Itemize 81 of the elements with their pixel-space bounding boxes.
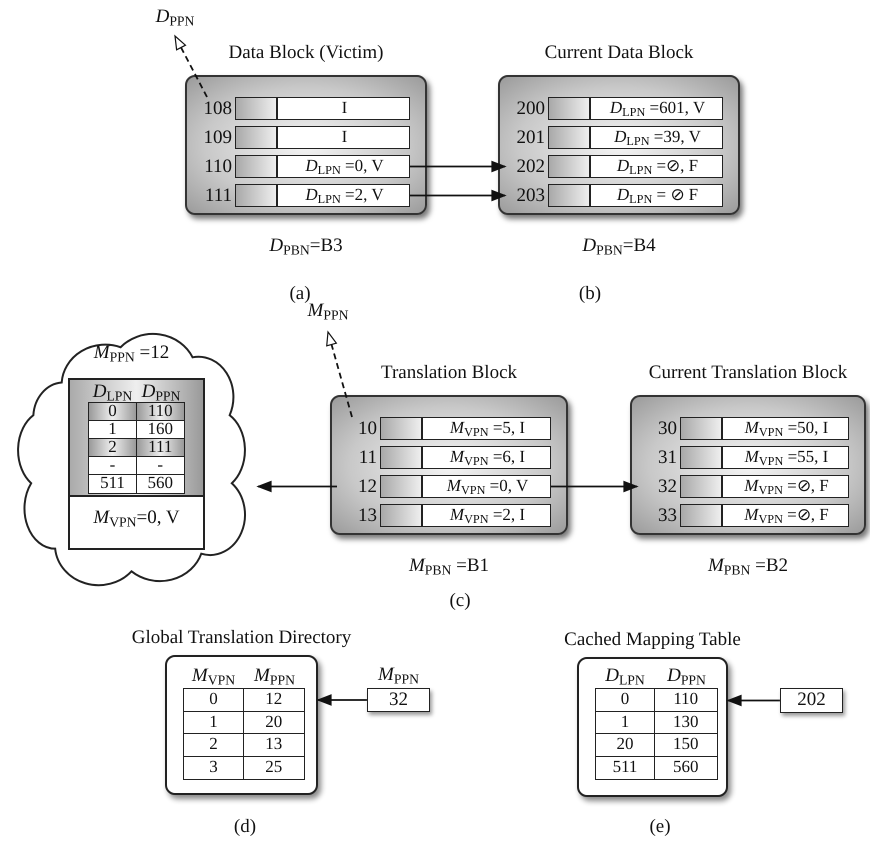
block-title: Data Block (Victim)	[228, 42, 384, 64]
block-title: Current Data Block	[544, 42, 694, 64]
page-number: 109	[202, 126, 232, 149]
page-entry: M$_{VPN}$ =50, I	[680, 417, 849, 440]
block-title: Translation Block	[381, 362, 517, 384]
page-number: 11	[358, 446, 377, 469]
page-number: 10	[357, 417, 377, 440]
page-entry: M$_{VPN}$ =55, I	[680, 446, 849, 469]
arrow	[727, 694, 780, 706]
arrow	[257, 480, 337, 492]
panel-caption: (b)	[578, 283, 602, 306]
page-entry: M$_{VPN}$ =5, I	[380, 417, 551, 440]
page-entry: M$_{VPN}$ =2, I	[380, 504, 551, 527]
page-state-text: M$_{VPN}$=0, V	[92, 507, 181, 529]
page-entry: D$_{LPN}$ =⊘, F	[548, 155, 723, 178]
column-header: D$_{LPN}$	[92, 381, 134, 402]
block-address-label: D$_{PBN}$=B4	[582, 235, 656, 257]
page-entry: D$_{LPN}$ =39, V	[548, 126, 723, 149]
column-header: D$_{PPN}$	[140, 381, 182, 402]
table-cell: 150	[654, 733, 718, 757]
table-cell: 560	[654, 756, 718, 780]
page-entry: M$_{VPN}$ =⊘, F	[680, 504, 849, 527]
value-box: 32	[367, 688, 430, 712]
dashed-arrow	[174, 35, 208, 98]
table-cell: 0	[183, 688, 244, 712]
table-cell: 25	[242, 756, 305, 780]
page-number: 200	[516, 97, 545, 120]
table-cell: 0	[595, 688, 655, 712]
page-entry: M$_{VPN}$ =6, I	[380, 446, 551, 469]
page-entry: D$_{LPN}$ =2, V	[235, 184, 410, 207]
block-address-label: M$_{PBN}$ =B1	[408, 555, 490, 577]
variable-label: D$_{PPN}$	[145, 6, 205, 36]
value-box: 202	[780, 688, 843, 713]
block-title: Current Translation Block	[648, 362, 848, 384]
table-cell: 511	[88, 474, 137, 494]
variable-label: M$_{PPN}$	[378, 664, 419, 686]
panel-caption: (c)	[448, 590, 472, 613]
arrow	[551, 480, 638, 492]
page-number: 110	[203, 155, 232, 178]
page-number: 201	[516, 126, 545, 149]
dashed-arrow	[326, 331, 353, 418]
page-number: 203	[516, 184, 545, 207]
table-cell: 511	[595, 756, 655, 780]
page-entry: D$_{LPN}$ =601, V	[548, 97, 723, 120]
page-entry: M$_{VPN}$ =⊘, F	[680, 475, 849, 498]
table-cell: 13	[242, 733, 305, 757]
panel-caption: (e)	[648, 816, 672, 839]
table-title: Global Translation Directory	[132, 627, 352, 649]
arrow	[317, 694, 367, 706]
column-header: M$_{PPN}$	[252, 665, 296, 688]
page-entry: I	[235, 97, 410, 120]
column-header: D$_{LPN}$	[604, 665, 646, 688]
panel-caption: (d)	[232, 816, 258, 839]
page-number: 13	[357, 504, 377, 527]
table-cell: 20	[595, 733, 655, 757]
table-cell: 110	[654, 688, 718, 712]
table-cell: 3	[183, 756, 244, 780]
page-number: 111	[204, 184, 232, 207]
panel-caption: (a)	[288, 283, 311, 304]
arrow	[410, 160, 506, 172]
page-address-label: M$_{PPN}$ =12	[94, 342, 170, 364]
page-entry: D$_{LPN}$ = ⊘ F	[548, 184, 723, 207]
page-entry: M$_{VPN}$ =0, V	[380, 475, 551, 498]
page-number: 108	[202, 97, 232, 120]
block-address-label: D$_{PBN}$=B3	[269, 235, 343, 257]
table-cell: 2	[183, 733, 244, 757]
page-number: 31	[657, 446, 677, 469]
table-cell: 560	[136, 474, 185, 494]
column-header: D$_{PPN}$	[666, 665, 707, 688]
page-number: 33	[657, 504, 677, 527]
page-number: 12	[357, 475, 377, 498]
column-header: M$_{VPN}$	[190, 665, 236, 688]
page-entry: D$_{LPN}$ =0, V	[235, 155, 410, 178]
table-title: Cached Mapping Table	[564, 629, 741, 651]
page-number: 30	[657, 417, 677, 440]
table-cell: 12	[242, 688, 305, 712]
page-number: 202	[516, 155, 545, 178]
arrow	[410, 190, 506, 202]
page-number: 32	[657, 475, 677, 498]
page-entry: I	[235, 126, 410, 149]
block-address-label: M$_{PBN}$ =B2	[708, 555, 788, 577]
